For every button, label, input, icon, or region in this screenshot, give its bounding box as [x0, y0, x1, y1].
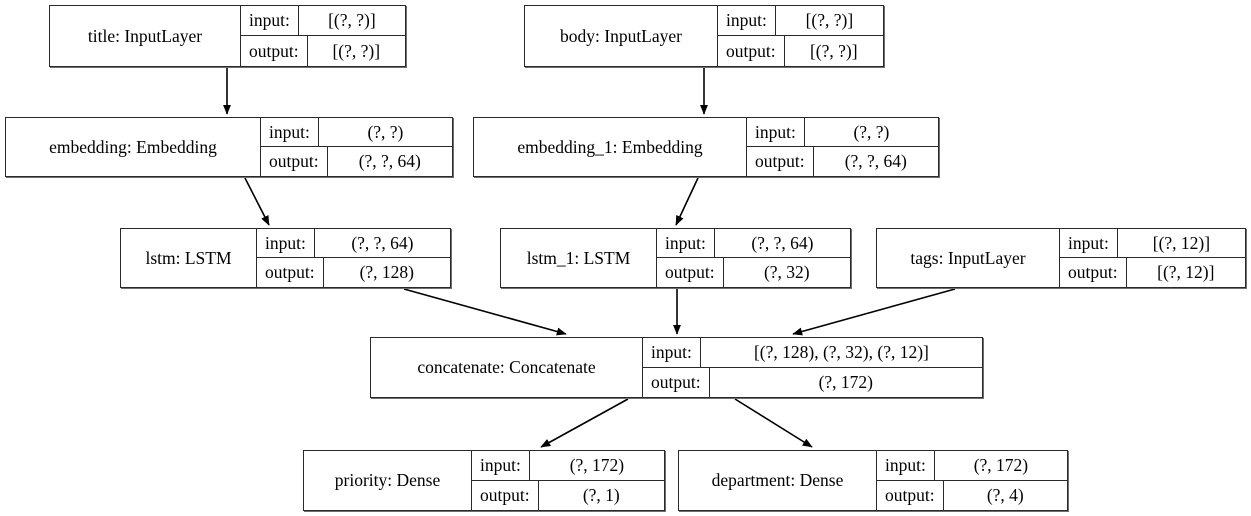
node-tags-label: tags: InputLayer: [910, 247, 1026, 268]
node-priority-input-row: input: (?, 172): [472, 451, 664, 481]
node-embedding_1-input-label: input:: [755, 121, 796, 142]
node-lstm-input-row: input: (?, ?, 64): [257, 229, 450, 258]
node-tags-input-value: [(?, 12)]: [1116, 229, 1245, 257]
node-tags-output-label: output:: [1068, 262, 1118, 282]
node-tags-input-label: input:: [1068, 232, 1109, 253]
node-body-input-value: [(?, ?)]: [774, 6, 883, 35]
node-department-output-label: output:: [885, 484, 935, 505]
node-embedding-label: embedding: Embedding: [49, 136, 217, 157]
node-concatenate-input-value: [(?, 128), (?, 32), (?, 12)]: [699, 338, 982, 367]
node-title[interactable]: title: InputLayer input: [(?, ?)] output: [(…: [49, 5, 406, 67]
node-body-io-table: input: [(?, ?)] output: [(?, ?)]: [717, 6, 883, 66]
node-lstm-output-label: output:: [265, 262, 315, 282]
node-title-output-row: output: [(?, ?)]: [241, 36, 405, 66]
node-title-io-table: input: [(?, ?)] output: [(?, ?)]: [240, 6, 405, 66]
node-embedding_1-output-value: (?, ?, 64): [812, 147, 938, 176]
node-department-output-row: output: (?, 4): [877, 480, 1067, 510]
node-body-output-label: output:: [726, 40, 776, 61]
node-priority-io-table: input: (?, 172) output: (?, 1): [471, 451, 664, 510]
node-body-output-row: output: [(?, ?)]: [718, 36, 883, 66]
node-body-output-value: [(?, ?)]: [783, 36, 883, 66]
edge-concatenate-to-priority: [540, 398, 629, 448]
node-lstm_1-io-table: input: (?, ?, 64) output: (?, 32): [656, 229, 850, 287]
edge-embedding-to-lstm: [244, 177, 270, 226]
node-concatenate-output-label: output:: [651, 371, 701, 392]
node-department-input-value: (?, 172): [933, 451, 1067, 480]
node-lstm-output-row: output: (?, 128): [257, 258, 450, 287]
node-concatenate-input-label: input:: [651, 341, 692, 362]
node-lstm_1-output-value: (?, 32): [722, 258, 850, 287]
node-title-label: title: InputLayer: [87, 25, 203, 46]
node-concatenate[interactable]: concatenate: Concatenate input: [(?, 128),…: [370, 337, 983, 398]
node-embedding-output-value: (?, ?, 64): [326, 147, 452, 176]
node-title-output-label: output:: [249, 40, 299, 61]
node-embedding-io-table: input: (?, ?) output: (?, ?, 64): [260, 118, 452, 176]
node-tags-input-row: input: [(?, 12)]: [1060, 229, 1245, 258]
node-body-input-label: input:: [726, 10, 767, 30]
node-concatenate-label: concatenate: Concatenate: [417, 357, 596, 377]
edge-lstm-to-concatenate: [403, 288, 567, 336]
node-department-input-row: input: (?, 172): [877, 451, 1067, 481]
node-department[interactable]: department: Dense input: (?, 172) output: (?…: [678, 450, 1068, 511]
node-lstm_1-output-row: output: (?, 32): [657, 258, 850, 287]
node-priority-input-label: input:: [480, 454, 521, 475]
node-concatenate-input-row: input: [(?, 128), (?, 32), (?, 12)]: [643, 338, 982, 368]
node-embedding_1-io-table: input: (?, ?) output: (?, ?, 64): [746, 118, 938, 176]
node-body[interactable]: body: InputLayer input: [(?, ?)] output: [(?…: [524, 5, 884, 67]
node-embedding_1-output-label: output:: [755, 151, 805, 171]
node-tags-output-value: [(?, 12)]: [1125, 258, 1245, 287]
node-embedding-input-label: input:: [269, 121, 310, 142]
node-embedding_1-input-value: (?, ?): [803, 118, 938, 146]
node-priority-label: priority: Dense: [334, 470, 441, 490]
node-embedding-output-label: output:: [269, 151, 319, 171]
node-lstm_1-input-value: (?, ?, 64): [713, 229, 850, 257]
node-concatenate-output-value: (?, 172): [708, 367, 982, 397]
node-concatenate-io-table: input:[(?, 128), (?, 32), (?, 12)]output…: [642, 338, 982, 397]
edge-embedding_1-to-lstm_1: [675, 177, 699, 226]
node-embedding_1-input-row: input: (?, ?): [747, 118, 938, 147]
node-lstm_1-input-row: input: (?, ?, 64): [657, 229, 850, 258]
edge-tags-to-concatenate: [792, 288, 956, 336]
node-body-label: body: InputLayer: [560, 25, 682, 46]
node-priority-output-label: output:: [480, 484, 530, 505]
node-body-input-row: input: [(?, ?)]: [718, 6, 883, 36]
node-lstm_1-output-label: output:: [665, 262, 715, 282]
node-priority-output-row: output: (?, 1): [472, 480, 664, 510]
node-department-output-value: (?, 4): [942, 480, 1067, 510]
node-lstm[interactable]: lstm: LSTM input: (?, ?, 64) output: (?, 128…: [120, 228, 451, 288]
node-embedding_1-output-row: output: (?, ?, 64): [747, 147, 938, 176]
node-embedding[interactable]: embedding: Embedding input: (?, ?) output: (…: [5, 117, 453, 177]
node-department-io-table: input: (?, 172) output: (?, 4): [876, 451, 1067, 510]
node-lstm-output-value: (?, 128): [322, 258, 450, 287]
edge-concatenate-to-department: [734, 398, 813, 448]
node-tags-output-row: output: [(?, 12)]: [1060, 258, 1245, 287]
node-priority-output-value: (?, 1): [537, 480, 664, 510]
node-tags[interactable]: tags: InputLayer input: [(?, 12)] output: [(…: [876, 228, 1246, 288]
node-title-output-value: [(?, ?)]: [306, 36, 405, 66]
node-lstm-input-value: (?, ?, 64): [313, 229, 450, 257]
node-title-input-value: [(?, ?)]: [297, 6, 405, 35]
node-department-input-label: input:: [885, 454, 926, 475]
node-embedding-output-row: output: (?, ?, 64): [261, 147, 452, 176]
node-embedding-input-row: input: (?, ?): [261, 118, 452, 147]
node-lstm_1-label: lstm_1: LSTM: [526, 247, 631, 268]
node-lstm-label: lstm: LSTM: [145, 247, 232, 268]
node-lstm-io-table: input: (?, ?, 64) output: (?, 128): [256, 229, 450, 287]
node-title-input-label: input:: [249, 10, 290, 30]
node-embedding-input-value: (?, ?): [317, 118, 452, 146]
node-priority-input-value: (?, 172): [528, 451, 664, 480]
node-priority[interactable]: priority: Dense input: (?, 172) output: (?, …: [303, 450, 665, 511]
node-concatenate-output-row: output: (?, 172): [643, 367, 982, 397]
node-tags-io-table: input: [(?, 12)] output: [(?, 12)]: [1059, 229, 1245, 287]
node-embedding_1-label: embedding_1: Embedding: [517, 136, 703, 157]
node-department-label: department: Dense: [711, 470, 844, 490]
node-lstm_1-input-label: input:: [665, 232, 706, 253]
node-lstm_1[interactable]: lstm_1: LSTM input: (?, ?, 64) output: (?, 3…: [500, 228, 851, 288]
node-title-input-row: input: [(?, ?)]: [241, 6, 405, 36]
node-lstm-input-label: input:: [265, 232, 306, 253]
